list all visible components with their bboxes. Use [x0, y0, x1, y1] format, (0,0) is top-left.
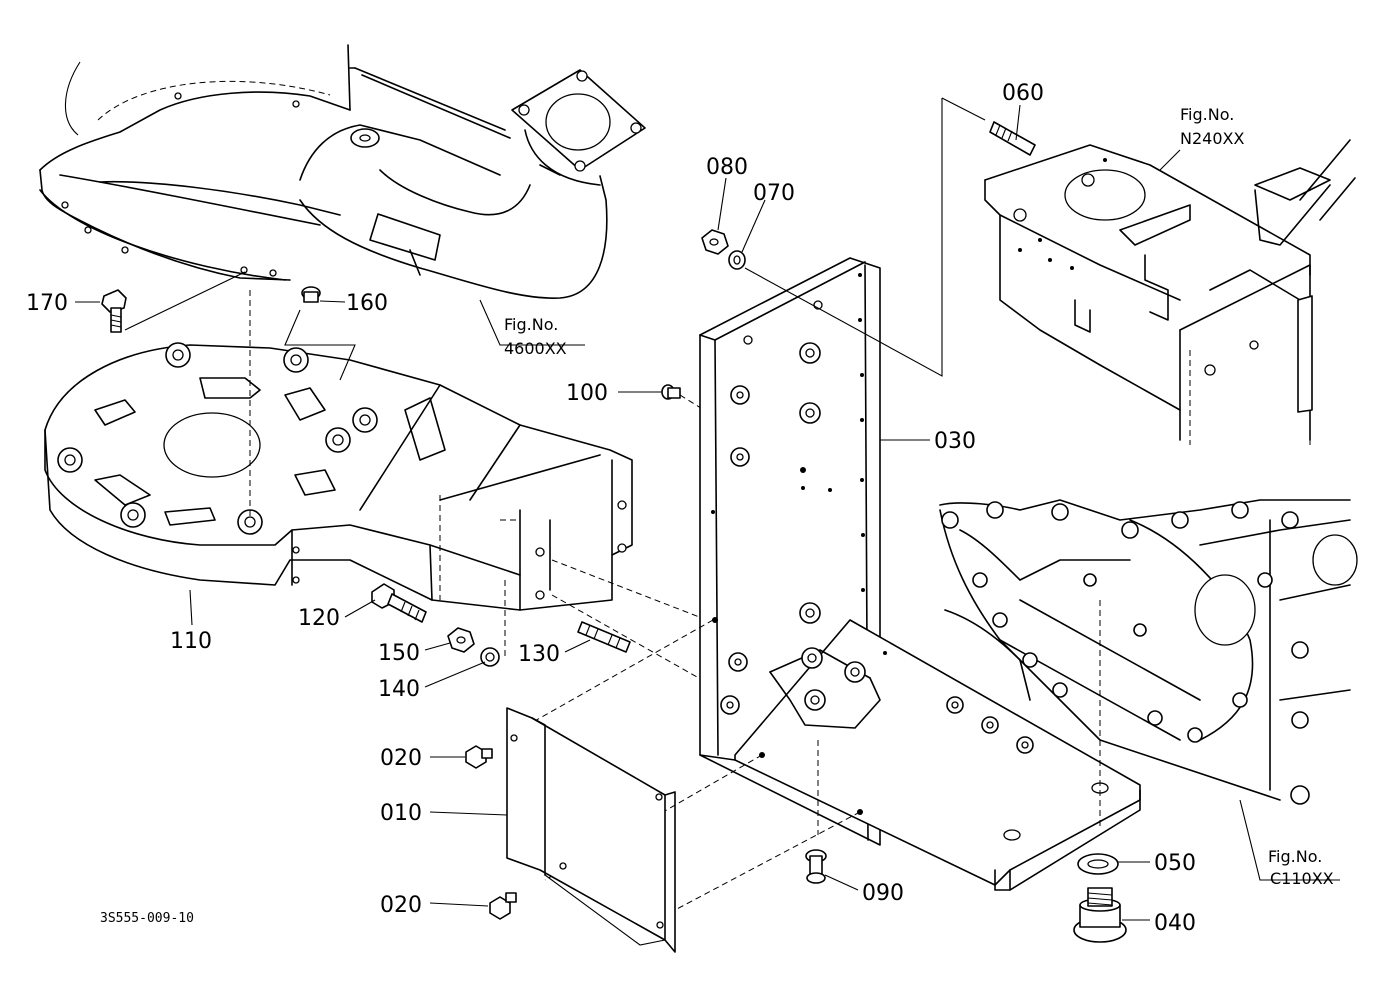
crankcase-bolt-bosses — [941, 501, 1310, 805]
bolt-020-lower — [429, 892, 517, 920]
fig-ref-crankcase-code: C110XX — [1270, 869, 1334, 888]
part-labels: 170 160 110 120 150 140 130 100 080 070 … — [26, 81, 1196, 936]
nut-150 — [424, 627, 475, 653]
label-150: 150 — [378, 641, 420, 666]
label-120: 120 — [298, 606, 340, 631]
bolt-090 — [805, 849, 859, 891]
label-070: 070 — [753, 181, 795, 206]
label-100: 100 — [566, 381, 608, 406]
frame-reference — [984, 139, 1356, 445]
fig-ref-frame-label: Fig.No. — [1180, 105, 1234, 124]
bracket-030 — [509, 257, 1141, 911]
washer-070 — [728, 98, 943, 377]
washer-050 — [1077, 853, 1150, 875]
fig-ref-exhaust-code: 4600XX — [504, 339, 567, 358]
bolt-020-upper — [430, 745, 493, 769]
bolt-040 — [1073, 887, 1150, 943]
crankcase-reference — [939, 499, 1358, 881]
label-020-upper: 020 — [380, 746, 422, 771]
label-030: 030 — [934, 429, 976, 454]
figure-references: Fig.No. 4600XX Fig.No. N240XX Fig.No. C1… — [504, 105, 1334, 888]
cover-plate-010 — [429, 707, 676, 953]
bolt-170 — [75, 271, 246, 333]
label-020-lower: 020 — [380, 893, 422, 918]
fig-ref-frame-code: N240XX — [1180, 129, 1244, 148]
bolt-160 — [284, 286, 356, 381]
label-140: 140 — [378, 677, 420, 702]
stud-060 — [941, 97, 1036, 156]
label-080: 080 — [706, 155, 748, 180]
fig-ref-crankcase-label: Fig.No. — [1268, 847, 1322, 866]
flywheel-housing-110 — [44, 290, 721, 691]
label-050: 050 — [1154, 851, 1196, 876]
drawing-code: 3S555-009-10 — [100, 911, 194, 926]
label-040: 040 — [1154, 911, 1196, 936]
washer-140 — [424, 647, 500, 688]
nut-080 — [701, 177, 729, 255]
housing-bolt-bosses — [57, 342, 378, 535]
bracket-nuts — [720, 342, 1034, 754]
label-110: 110 — [170, 629, 212, 654]
fig-ref-exhaust-label: Fig.No. — [504, 315, 558, 334]
label-090: 090 — [862, 881, 904, 906]
label-130: 130 — [518, 642, 560, 667]
label-010: 010 — [380, 801, 422, 826]
exhaust-pipe-reference — [39, 44, 646, 346]
label-060: 060 — [1002, 81, 1044, 106]
stud-130 — [564, 621, 631, 653]
bolt-120 — [344, 583, 427, 623]
label-160: 160 — [346, 291, 388, 316]
label-170: 170 — [26, 291, 68, 316]
